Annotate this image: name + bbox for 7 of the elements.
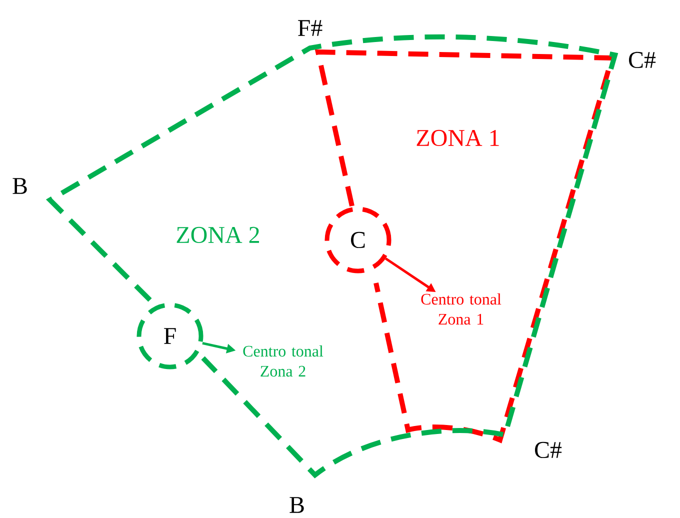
vertex-label: B [290, 497, 304, 513]
vertex-label: F# [298, 20, 322, 36]
note-text: Centro tonal Zona 2 [243, 345, 324, 377]
vertex-label: C# [534, 442, 562, 458]
vertex-label: C# [628, 52, 656, 68]
note-text: Centro tonal Zona 1 [421, 293, 502, 325]
vertex-label: B [12, 178, 27, 194]
